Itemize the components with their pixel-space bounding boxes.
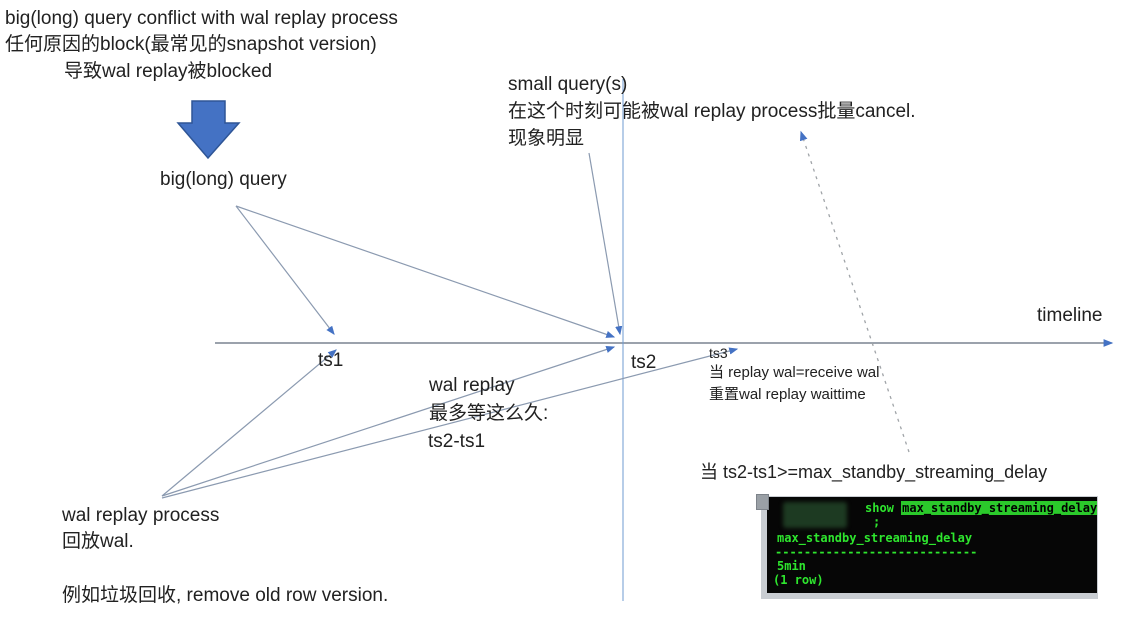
- ts2-label: ts2: [631, 352, 657, 373]
- cancel-dashed-arrow: [800, 130, 910, 453]
- wait-note-line2: 最多等这么久:: [429, 403, 549, 424]
- conflict-note-line3: 导致wal replay被blocked: [64, 61, 273, 82]
- replay-to-ts2-arrow: [161, 346, 616, 497]
- timeline-label: timeline: [1037, 305, 1103, 326]
- condition-text: 当 ts2-ts1>=max_standby_streaming_delay: [700, 462, 1048, 482]
- bottom-note: 例如垃圾回收, remove old row version.: [62, 585, 389, 606]
- wait-note-line1: wal replay: [429, 375, 515, 396]
- small-query-to-ts2-arrow: [588, 152, 623, 336]
- ts3-note-line1: 当 replay wal=receive wal: [709, 364, 880, 381]
- small-query-line3: 现象明显: [508, 128, 585, 149]
- conflict-note-line2: 任何原因的block(最常见的snapshot version): [5, 34, 377, 55]
- ts1-label: ts1: [318, 350, 344, 371]
- replay-to-ts1-arrow: [161, 349, 337, 497]
- terminal-separator: ----------------------------: [775, 545, 978, 559]
- block-down-arrow-icon: [176, 100, 241, 160]
- ts3-note-line2: 重置wal replay waittime: [709, 386, 866, 403]
- small-query-line1: small query(s): [508, 74, 628, 95]
- psql-terminal: show max_standby_streaming_delay ; max_s…: [767, 497, 1097, 593]
- ts3-label: ts3: [709, 345, 728, 361]
- small-query-line2: 在这个时刻可能被wal replay process批量cancel.: [508, 101, 916, 122]
- show-keyword: show: [865, 501, 894, 515]
- conflict-note-line1: big(long) query conflict with wal replay…: [5, 8, 398, 29]
- terminal-row-count: (1 row): [773, 573, 824, 587]
- replay-to-ts3-arrow: [161, 347, 739, 499]
- big-query-to-ts1-arrow: [235, 205, 335, 335]
- screenshot-resize-handle-icon: [756, 494, 769, 510]
- wait-note-line3: ts2-ts1: [428, 431, 486, 452]
- terminal-result-value: 5min: [777, 559, 806, 573]
- terminal-result-column: max_standby_streaming_delay: [777, 531, 973, 545]
- replay-process-line2: 回放wal.: [62, 531, 134, 552]
- big-query-label: big(long) query: [160, 169, 287, 190]
- terminal-command-line: show max_standby_streaming_delay: [773, 501, 1097, 515]
- terminal-screenshot: show max_standby_streaming_delay ; max_s…: [761, 496, 1098, 599]
- blurred-prompt: [783, 502, 847, 528]
- replay-process-line1: wal replay process: [62, 505, 220, 526]
- highlighted-parameter: max_standby_streaming_delay: [901, 501, 1097, 515]
- terminal-semicolon-line: ;: [873, 515, 881, 529]
- big-query-to-ts2-arrow: [235, 205, 616, 338]
